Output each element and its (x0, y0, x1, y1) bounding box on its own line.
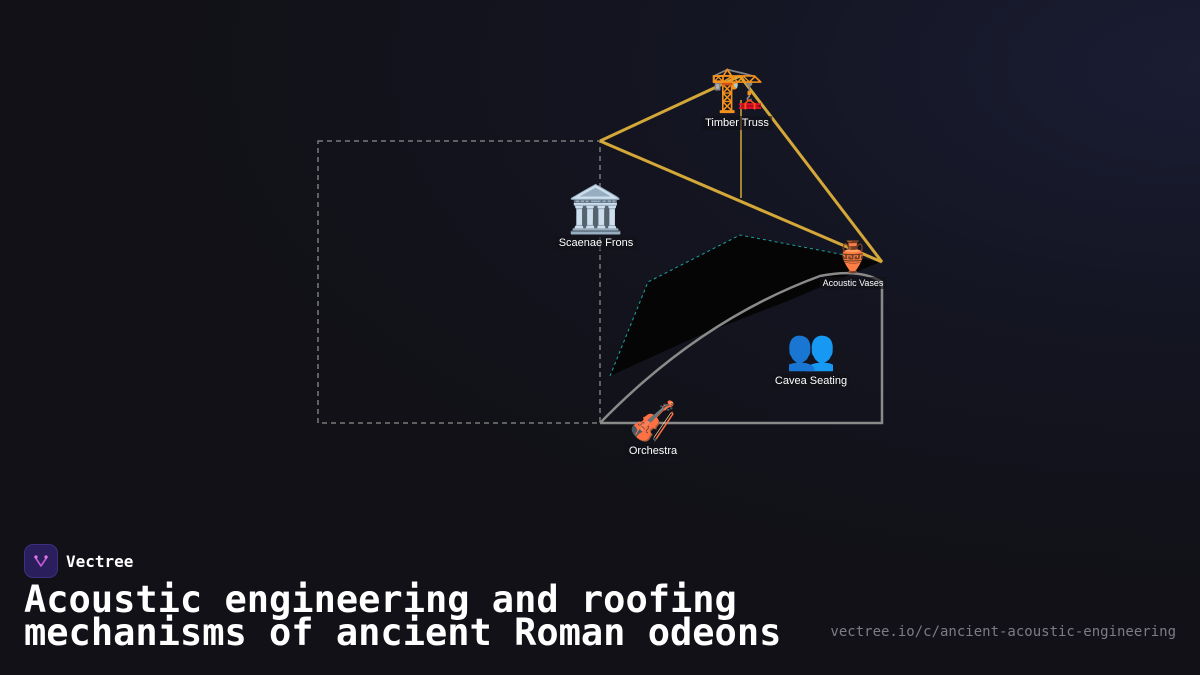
node-scaenae-frons: 🏛️ Scaenae Frons (555, 182, 637, 250)
node-orchestra: 🎻 Orchestra (625, 399, 681, 458)
cavea-seating-label: Cavea Seating (771, 374, 851, 388)
timber-truss-label: Timber Truss (702, 116, 772, 130)
stage-building-outline (317, 140, 601, 424)
acoustic-shadow-zone (610, 235, 880, 376)
scaenae-frons-label: Scaenae Frons (555, 236, 637, 250)
acoustic-vases-label: Acoustic Vases (819, 277, 887, 289)
violin-icon: 🎻 (629, 399, 677, 443)
node-acoustic-vases: 🏺 Acoustic Vases (819, 240, 887, 289)
orchestra-label: Orchestra (625, 444, 681, 458)
construction-crane-icon: 🏗️ (709, 64, 765, 115)
brand-name: Vectree (66, 551, 134, 571)
people-icon: 👥 (786, 327, 836, 373)
page-title: Acoustic engineering and roofing mechani… (24, 578, 782, 654)
classical-building-icon: 🏛️ (567, 182, 625, 236)
node-timber-truss: 🏗️ Timber Truss (702, 68, 772, 130)
cavea-outline (599, 271, 884, 425)
amphora-icon: 🏺 (834, 240, 872, 275)
source-url[interactable]: vectree.io/c/ancient-acoustic-engineerin… (830, 624, 1176, 640)
vectree-logo-icon (24, 544, 58, 578)
node-cavea-seating: 👥 Cavea Seating (771, 327, 851, 388)
truss-frame (599, 74, 884, 264)
brand[interactable]: Vectree (24, 544, 133, 578)
sightline (609, 234, 851, 377)
